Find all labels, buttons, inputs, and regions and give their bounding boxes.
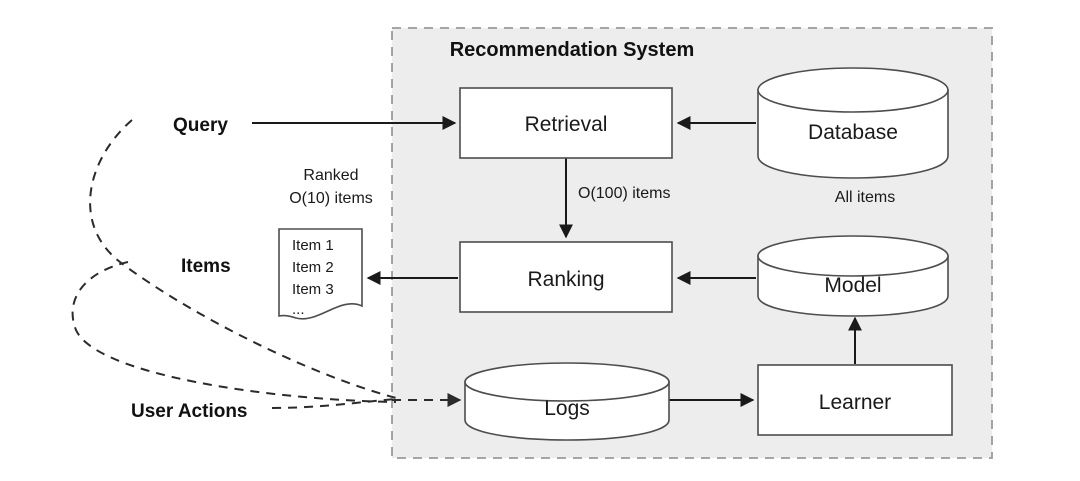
database-cylinder-top [757,67,949,113]
node-database[interactable]: Database [757,67,949,179]
ranking-label: Ranking [527,268,604,291]
ranked-caption-line-1: Ranked [303,167,358,184]
database-label: Database [808,121,898,144]
model-cylinder-top [757,235,949,277]
ranked-item-2: Item 2 [292,259,334,276]
edge-user-actions-to-logs [271,398,397,409]
ranked-items-document-shape[interactable] [278,228,363,320]
learner-label: Learner [819,391,891,414]
retrieval-box[interactable] [459,87,673,159]
o100-items-label: O(100) items [578,185,670,202]
all-items-label: All items [835,189,895,206]
database-cylinder-body[interactable] [757,89,949,179]
ranked-item-3: Item 3 [292,281,334,298]
ranked-caption-line-2: O(10) items [289,190,373,207]
node-logs[interactable]: Logs [464,362,670,441]
ranked-item-1: Item 1 [292,237,334,254]
logs-cylinder-top [464,362,670,402]
node-model[interactable]: Model [757,235,949,317]
retrieval-label: Retrieval [525,113,608,136]
node-ranking[interactable]: Ranking [459,241,673,313]
items-label: Items [181,256,231,277]
logs-label: Logs [544,397,590,420]
system-title: Recommendation System [450,39,695,61]
model-label: Model [824,274,881,297]
ranked-item-ellipsis: ... [292,301,305,318]
edge-query-feedback-to-logs [89,119,397,399]
node-retrieval[interactable]: Retrieval [459,87,673,159]
ranking-box[interactable] [459,241,673,313]
user-actions-label: User Actions [131,401,248,422]
node-ranked-items-document[interactable]: Item 1 Item 2 Item 3 ... [278,228,363,320]
learner-box[interactable] [757,364,953,436]
node-learner[interactable]: Learner [757,364,953,436]
query-label: Query [173,115,228,136]
